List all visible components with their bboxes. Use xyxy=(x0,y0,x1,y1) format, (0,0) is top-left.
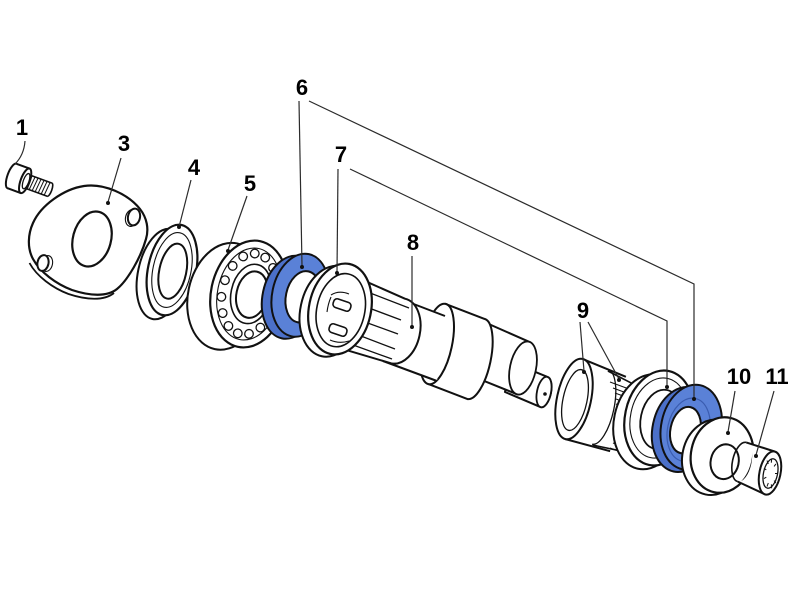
callout-label-7: 7 xyxy=(335,142,347,167)
leader-line-10 xyxy=(727,390,736,433)
leader-line-6-right xyxy=(308,100,695,398)
part-mounting-flange-plate xyxy=(27,184,149,300)
leader-line-1 xyxy=(14,140,26,165)
callout-label-11: 11 xyxy=(765,364,788,389)
callout-label-3: 3 xyxy=(118,131,130,156)
leader-line-5 xyxy=(227,195,248,251)
part-bearing-cup-ring xyxy=(135,223,199,321)
callout-labels: 1 3 4 5 6 7 8 9 10 11 xyxy=(16,75,789,389)
callout-label-1: 1 xyxy=(16,115,28,140)
callout-label-8: 8 xyxy=(407,230,419,255)
callout-label-4: 4 xyxy=(188,155,201,180)
callout-label-9: 9 xyxy=(577,298,589,323)
bushing-inner-splines xyxy=(763,458,778,489)
leader-line-6-left xyxy=(298,100,303,267)
leader-lines xyxy=(14,100,775,458)
spline-lock-slots xyxy=(326,291,352,343)
part-pto-drive-shaft xyxy=(298,262,553,409)
leader-line-7-left xyxy=(336,168,339,273)
leader-line-9-left xyxy=(579,321,585,372)
leader-line-7-right xyxy=(349,168,668,386)
callout-label-10: 10 xyxy=(727,364,751,389)
callout-label-6: 6 xyxy=(296,75,308,100)
part-hex-socket-bolt xyxy=(4,162,54,198)
leader-line-4 xyxy=(178,179,192,228)
leader-line-9-right xyxy=(587,321,620,380)
leader-line-3 xyxy=(107,157,122,203)
shaft-center-mark xyxy=(543,392,547,396)
part-splined-bushing xyxy=(731,441,783,496)
leader-line-11 xyxy=(755,390,775,456)
callout-label-5: 5 xyxy=(244,171,256,196)
